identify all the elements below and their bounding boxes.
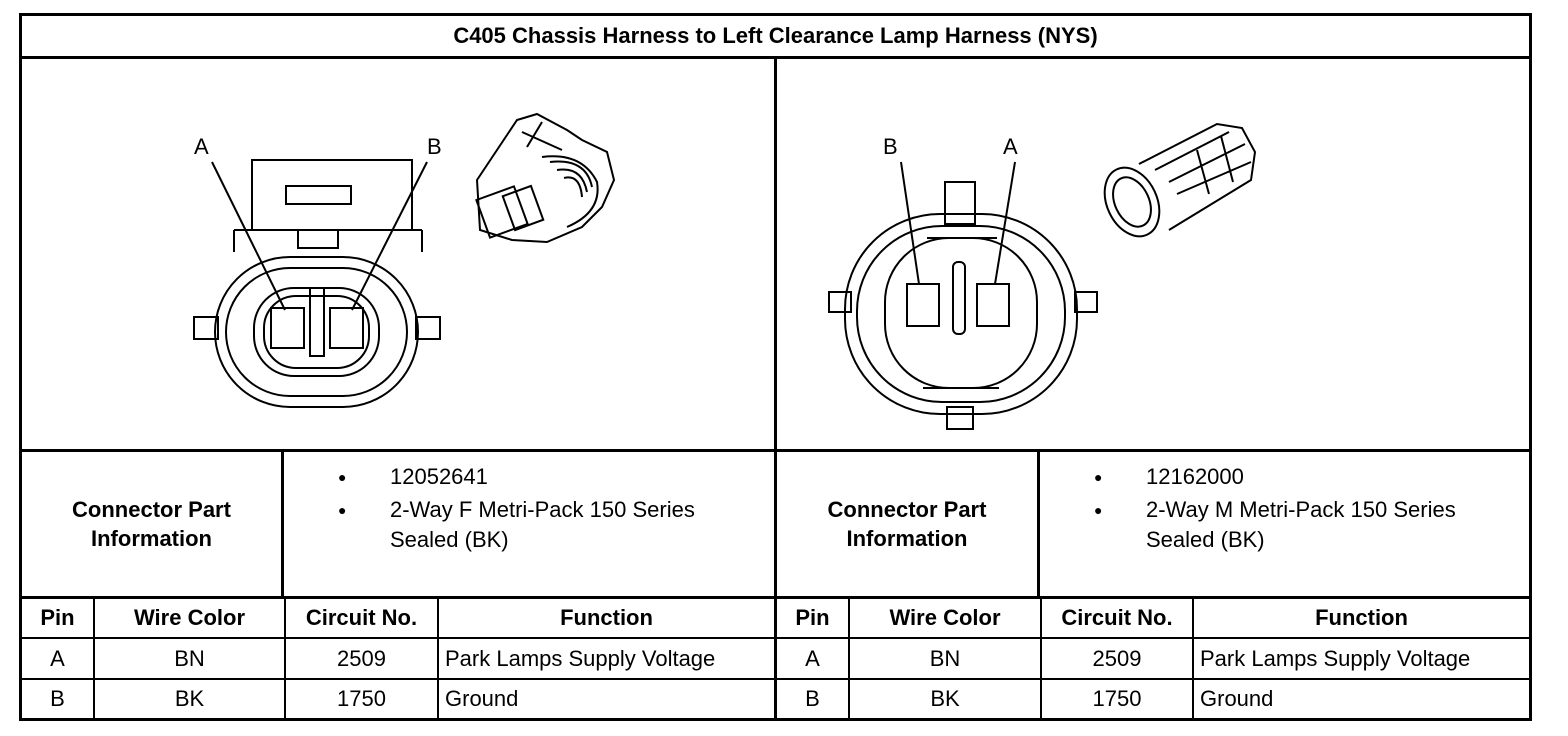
- left-connector-diagram: A B: [193, 112, 616, 408]
- sheet-title: C405 Chassis Harness to Left Clearance L…: [22, 16, 1529, 59]
- header-divider: [22, 637, 1529, 639]
- info-divider: [22, 596, 1529, 599]
- left-header-pin: Pin: [40, 605, 75, 630]
- left-info-divider: [281, 452, 284, 596]
- left-row-b-function: Ground: [445, 686, 519, 711]
- left-row-a-pin: A: [50, 645, 65, 671]
- right-col-div-1: [848, 599, 850, 718]
- left-row-a-circuit: 2509: [337, 645, 386, 671]
- right-connector-diagram: B A: [828, 122, 1257, 430]
- center-divider: [774, 59, 777, 718]
- left-row-a-color: BN: [174, 645, 205, 671]
- right-header-function: Function: [1315, 605, 1408, 630]
- left-lock-housing: [251, 159, 413, 231]
- left-row-a-function: Park Lamps Supply Voltage: [445, 645, 716, 671]
- left-info-label: Connector Part Information: [72, 497, 231, 551]
- left-info-part-number: 12052641: [338, 462, 768, 492]
- right-row-a-function: Park Lamps Supply Voltage: [1200, 645, 1471, 671]
- right-info-list: 12162000 2-Way M Metri-Pack 150 Series S…: [1094, 462, 1524, 555]
- right-row-a-pin: A: [805, 645, 820, 671]
- right-info-label: Connector Part Information: [827, 497, 987, 551]
- left-row-b-circuit: 1750: [337, 686, 386, 711]
- right-info-part-number: 12162000: [1094, 462, 1524, 492]
- left-pin-label-b: B: [427, 134, 442, 159]
- right-col-div-2: [1040, 599, 1042, 718]
- left-row-b-pin: B: [50, 686, 65, 711]
- left-pin-label-a: A: [194, 134, 209, 159]
- row-divider: [22, 678, 1529, 680]
- left-col-div-2: [284, 599, 286, 718]
- right-row-b-function: Ground: [1200, 686, 1274, 711]
- left-info-list: 12052641 2-Way F Metri-Pack 150 Series S…: [338, 462, 768, 555]
- right-row-a-color: BN: [929, 645, 961, 671]
- left-header-function: Function: [560, 605, 653, 630]
- left-header-circuit: Circuit No.: [305, 605, 418, 630]
- right-row-b-pin: B: [805, 686, 820, 711]
- pinout-sheet: C405 Chassis Harness to Left Clearance L…: [19, 13, 1532, 721]
- right-connector-iso-icon: [1103, 122, 1257, 238]
- right-pin-label-a: A: [1003, 134, 1018, 159]
- right-row-b-color: BK: [930, 686, 960, 711]
- left-connector-iso-icon: [475, 112, 616, 244]
- left-col-div-3: [437, 599, 439, 718]
- right-row-a-circuit: 2509: [1092, 645, 1142, 671]
- left-info-description: 2-Way F Metri-Pack 150 Series Sealed (BK…: [338, 495, 768, 555]
- left-col-div-1: [93, 599, 95, 718]
- diagram-divider: [22, 449, 1529, 452]
- right-header-pin: Pin: [795, 605, 830, 630]
- left-row-b-color: BK: [174, 686, 205, 711]
- left-header-wire-color: Wire Color: [133, 605, 246, 630]
- right-row-b-circuit: 1750: [1092, 686, 1142, 711]
- right-col-div-3: [1192, 599, 1194, 718]
- right-info-divider: [1037, 452, 1040, 596]
- right-header-wire-color: Wire Color: [889, 605, 1001, 630]
- right-pin-label-b: B: [883, 134, 898, 159]
- right-info-description: 2-Way M Metri-Pack 150 Series Sealed (BK…: [1094, 495, 1524, 555]
- right-header-circuit: Circuit No.: [1061, 605, 1173, 630]
